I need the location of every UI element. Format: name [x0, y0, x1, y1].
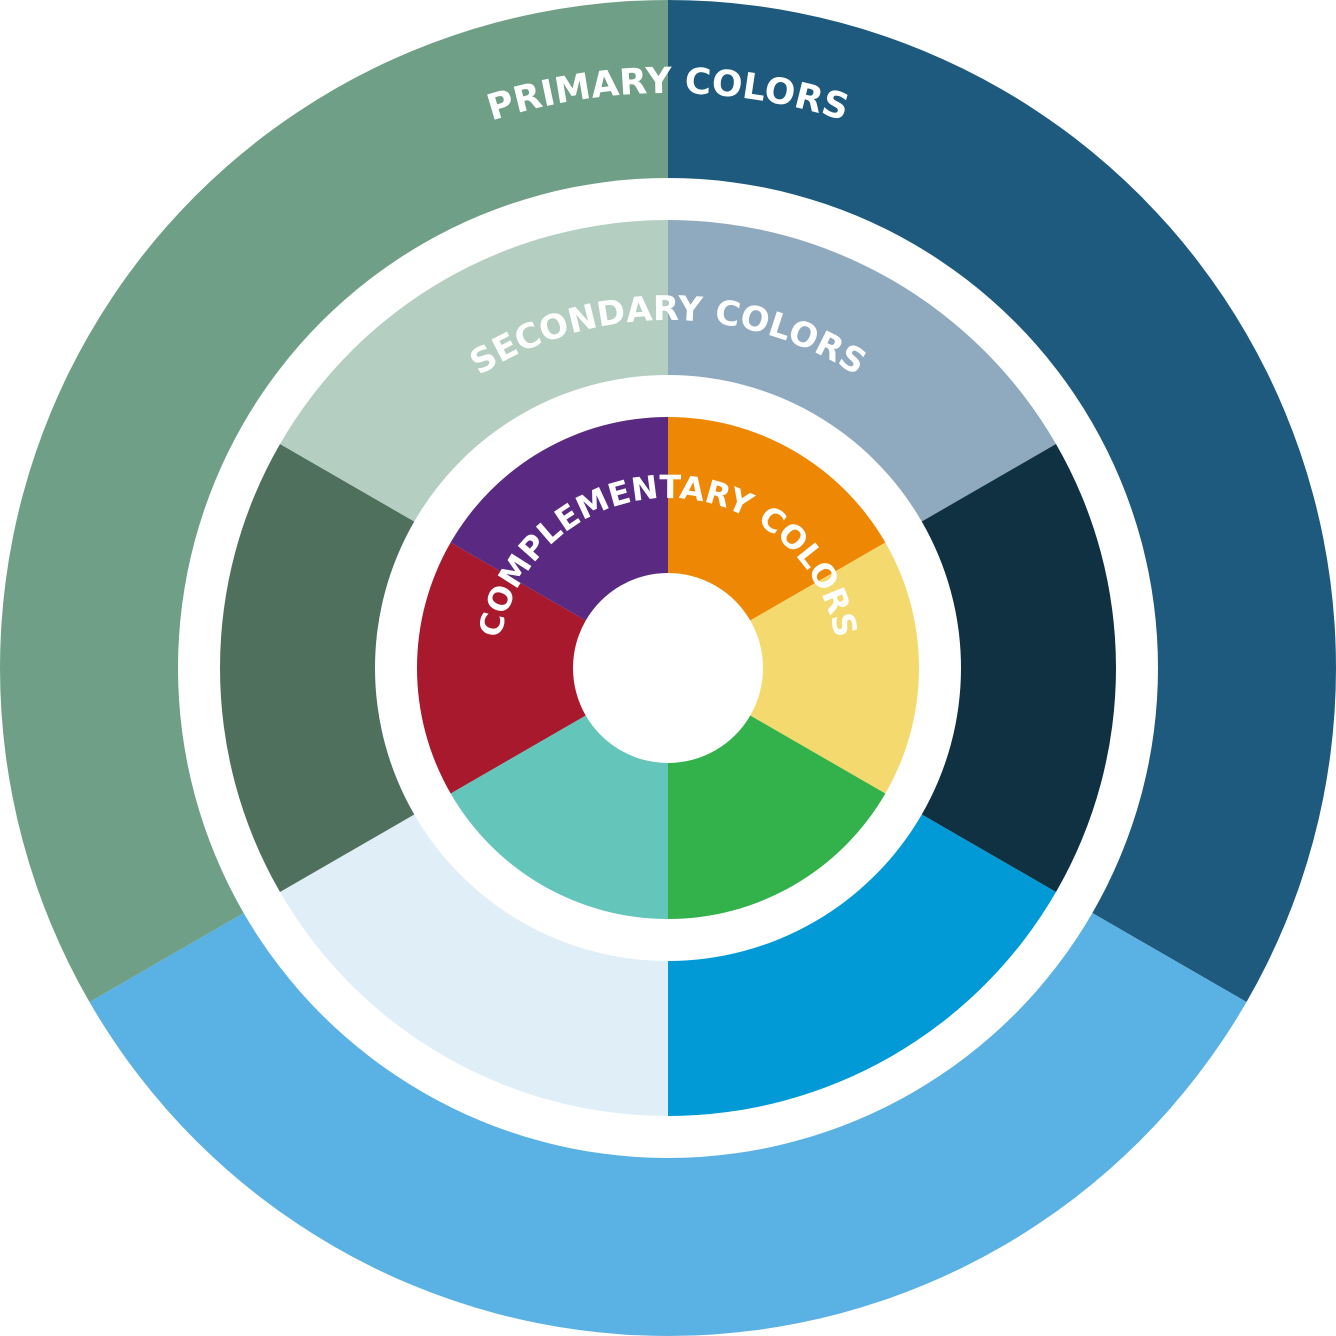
complementary-yellow-segment: [750, 542, 919, 794]
complementary-red-segment: [417, 542, 586, 794]
secondary-navy-segment: [921, 444, 1116, 892]
complementary-teal-segment: [450, 715, 668, 919]
secondary-cyan-segment: [668, 814, 1056, 1116]
primary-blue-dark-segment: [668, 0, 1336, 1002]
secondary-dark-green-segment: [220, 444, 415, 892]
secondary-grey-blue-segment: [668, 220, 1056, 522]
primary-green-segment: [0, 0, 668, 1002]
complementary-purple-segment: [450, 417, 668, 621]
complementary-orange-segment: [668, 417, 886, 621]
secondary-pale-green-segment: [280, 220, 668, 522]
primary-blue-light-segment: [89, 913, 1247, 1336]
complementary-green-segment: [668, 715, 886, 919]
secondary-pale-blue-segment: [280, 814, 668, 1116]
